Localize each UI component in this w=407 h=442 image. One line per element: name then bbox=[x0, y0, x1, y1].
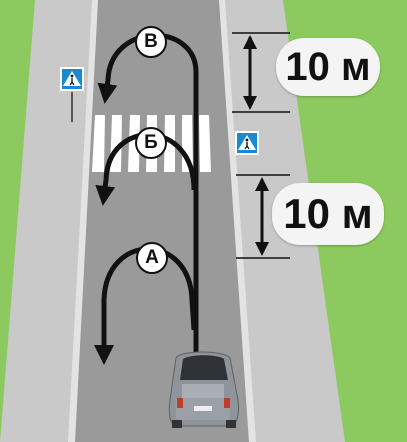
pedestrian-crossing-sign-right bbox=[235, 131, 259, 155]
crossing-stripe bbox=[164, 115, 175, 172]
curb-right bbox=[219, 0, 256, 442]
turn-label-v: В bbox=[135, 26, 167, 58]
car bbox=[168, 351, 239, 428]
distance-label-top: 10 м bbox=[276, 38, 380, 96]
turn-label-b: Б bbox=[135, 127, 167, 159]
crossing-stripe bbox=[128, 115, 140, 172]
dimension-bottom bbox=[236, 174, 290, 259]
pedestrian-crossing-sign-left bbox=[60, 67, 84, 122]
crossing-stripe bbox=[92, 115, 105, 172]
pedestrian-icon bbox=[244, 138, 250, 150]
curb-left bbox=[68, 0, 98, 442]
turn-label-a: А bbox=[136, 242, 168, 274]
road-surface bbox=[75, 0, 249, 442]
pedestrian-icon bbox=[69, 74, 75, 86]
distance-label-bottom: 10 м bbox=[272, 183, 384, 245]
dimension-top bbox=[232, 32, 290, 113]
crossing-stripe bbox=[199, 115, 211, 172]
